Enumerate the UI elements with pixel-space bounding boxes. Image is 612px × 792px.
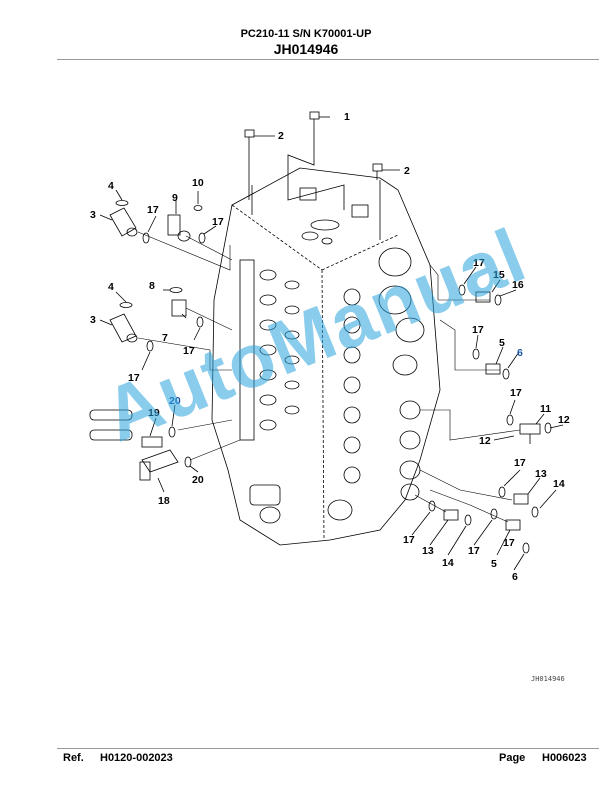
- oring-17-g: [506, 414, 514, 426]
- adapter-19: [141, 436, 163, 448]
- elbow-18: [139, 449, 179, 481]
- oring-17-d: [146, 340, 154, 352]
- diagram-id-title: JH014946: [273, 41, 339, 57]
- callout-12-left: 12: [479, 435, 491, 447]
- callout-17-c: 17: [183, 345, 195, 357]
- connector-15: [475, 291, 491, 303]
- plug-2-right: [372, 163, 383, 180]
- callout-17-g: 17: [510, 387, 522, 399]
- plug-2-top: [244, 129, 255, 145]
- connector-13-right: [513, 493, 529, 505]
- callout-4-upper: 4: [108, 180, 114, 192]
- callout-2-top: 2: [278, 130, 284, 142]
- tee-11: [519, 423, 541, 444]
- callout-17-f: 17: [472, 324, 484, 336]
- oring-17-c: [196, 316, 204, 328]
- header-rule: [57, 59, 599, 60]
- oring-10: [193, 205, 203, 211]
- callout-8: 8: [149, 280, 155, 292]
- page-number: H006023: [542, 752, 587, 764]
- callout-14-right: 14: [553, 478, 565, 490]
- oring-4-upper: [115, 200, 129, 206]
- oring-20-upper: [168, 426, 176, 438]
- plug-1: [309, 111, 320, 126]
- callout-17-d: 17: [128, 372, 140, 384]
- callout-3-lower: 3: [90, 314, 96, 326]
- callout-17-a: 17: [147, 204, 159, 216]
- oring-17-b: [198, 232, 206, 244]
- elbow-3-lower: [109, 313, 138, 343]
- callout-1: 1: [344, 111, 350, 123]
- oring-4-lower: [119, 302, 133, 308]
- callout-6-upper: 6: [517, 347, 523, 359]
- oring-17-i: [428, 500, 436, 512]
- callout-2-right: 2: [404, 165, 410, 177]
- callout-13-left: 13: [422, 545, 434, 557]
- page-label: Page: [499, 752, 526, 764]
- oring-6-upper: [502, 368, 510, 380]
- callout-7: 7: [162, 332, 168, 344]
- callout-17-b: 17: [212, 216, 224, 228]
- page-header: PC210-11 S/N K70001-UP JH014946: [0, 28, 612, 57]
- oring-17-e: [458, 284, 466, 296]
- oring-17-f: [472, 348, 480, 360]
- oring-17-j: [490, 508, 498, 520]
- callout-17-k: 17: [503, 537, 515, 549]
- callout-18: 18: [158, 495, 170, 507]
- callout-9: 9: [172, 192, 178, 204]
- callout-5-upper: 5: [499, 337, 505, 349]
- callout-20-lower: 20: [192, 474, 204, 486]
- footer-rule: [57, 748, 599, 749]
- ref-label: Ref.: [63, 752, 84, 764]
- ref-number: H0120-002023: [100, 752, 173, 764]
- callout-17-e: 17: [473, 257, 485, 269]
- callout-17-i: 17: [403, 534, 415, 546]
- valve-body-outline: [211, 167, 441, 546]
- callout-3-upper: 3: [90, 209, 96, 221]
- connector-5-lower: [505, 519, 521, 531]
- left-spool-plugs: [239, 259, 300, 441]
- oring-17-a: [142, 232, 150, 244]
- oring-16: [494, 294, 502, 306]
- callout-5-lower: 5: [491, 558, 497, 570]
- callout-10: 10: [192, 177, 204, 189]
- elbow-9: [167, 214, 191, 242]
- adapter-7: [171, 299, 187, 317]
- callout-15: 15: [493, 269, 505, 281]
- right-spool-caps: [343, 247, 425, 501]
- oring-14-left: [464, 514, 472, 526]
- figure-code-label: JH014946: [531, 675, 565, 683]
- elbow-3-upper: [109, 207, 138, 237]
- callout-4-lower: 4: [108, 281, 114, 293]
- callout-17-h: 17: [514, 457, 526, 469]
- connector-13-left: [443, 509, 459, 521]
- callout-11: 11: [540, 403, 551, 415]
- callout-6-lower: 6: [512, 571, 518, 583]
- oring-6-lower: [522, 542, 530, 554]
- callout-14-left: 14: [442, 557, 454, 569]
- callout-19: 19: [148, 407, 160, 419]
- callout-16: 16: [512, 279, 524, 291]
- oring-20-lower: [184, 456, 192, 468]
- callout-20-upper: 20: [169, 395, 181, 407]
- connector-5-upper: [485, 363, 501, 375]
- callout-12-right: 12: [558, 414, 570, 426]
- callout-13-right: 13: [535, 468, 547, 480]
- valve-cartridges: [89, 409, 133, 441]
- callout-labels: 1 2 2 3 3 4 4 5 5 6 6 7 8 9 10 11 12 12 …: [90, 111, 570, 583]
- oring-14-right: [531, 506, 539, 518]
- oring-8: [169, 287, 183, 293]
- oring-17-h: [498, 486, 506, 498]
- callout-17-j: 17: [468, 545, 480, 557]
- model-title: PC210-11 S/N K70001-UP: [240, 28, 372, 40]
